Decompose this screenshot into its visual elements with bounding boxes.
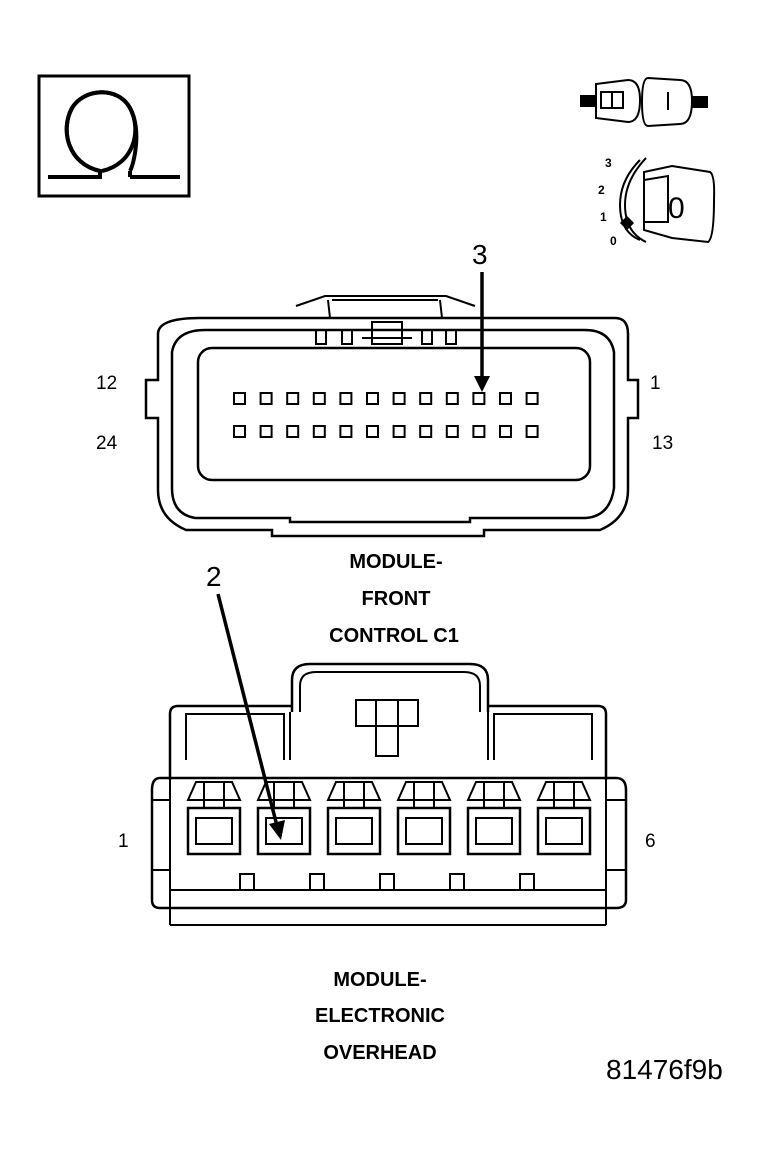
overhead-title-line-3: OVERHEAD [323,1042,437,1064]
ignition-position-3: 3 [605,156,612,170]
overhead-title-line-1: MODULE- [333,969,427,991]
c1-title-line-3: CONTROL C1 [329,625,459,647]
c1-pin-cavity [445,392,459,405]
c1-pin-label-13: 13 [652,433,674,454]
c1-pin-cavity [499,392,512,405]
overhead-pin-cavity [536,781,592,856]
c1-pin-cavity [419,392,433,405]
ohm-symbol-icon [37,74,191,198]
ignition-key-icon [618,157,716,244]
overhead-latch-tab [309,873,325,891]
c1-pin-cavity [259,392,273,405]
overhead-latch-tab [519,873,535,891]
c1-pin-cavity [499,425,512,438]
callout-3-label: 3 [472,239,488,270]
c1-pin-cavity [525,392,539,405]
overhead-latch-tab [379,873,395,891]
c1-title-line-1: MODULE- [349,551,443,573]
overhead-pin-cavity [326,781,382,856]
overhead-pin-cavity [186,781,242,856]
c1-pin-cavity [259,425,273,438]
overhead-latch-tab [449,873,465,891]
c1-pin-cavity [392,425,406,438]
c1-pin-cavity [392,392,406,405]
overhead-latch-tab [239,873,255,891]
c1-pin-cavity [339,425,353,438]
disconnected-connector-icon [580,76,708,128]
callout-2-arrow [216,593,285,840]
figure-id: 81476f9b [606,1054,723,1085]
c1-pin-label-1: 1 [650,373,661,394]
c1-pin-cavity [419,425,433,438]
overhead-pin-cavity [396,781,452,856]
ignition-key-label: 0 [668,192,685,225]
c1-pin-cavity [312,425,326,438]
c1-pin-cavity [233,392,246,405]
c1-pin-cavity [339,392,353,405]
ignition-position-0: 0 [610,234,617,248]
c1-pin-label-12: 12 [96,373,118,394]
c1-pin-cavity [286,425,300,438]
c1-pin-cavity [525,425,539,438]
connector-c1-pins [233,392,539,438]
callout-2-label: 2 [206,561,222,592]
connector-c1-housing [144,295,640,538]
c1-pin-cavity [472,425,486,438]
overhead-pin-label-1: 1 [118,831,129,852]
ignition-position-1: 1 [600,210,607,224]
overhead-pin-cavity [256,781,312,856]
c1-pin-cavity [312,392,326,405]
c1-title-line-2: FRONT [361,588,431,610]
overhead-title-line-2: ELECTRONIC [315,1005,445,1027]
c1-pin-cavity [445,425,459,438]
c1-pin-cavity [286,392,300,405]
c1-pin-label-24: 24 [96,433,118,454]
ignition-position-2: 2 [598,183,605,197]
c1-pin-cavity [366,425,379,438]
c1-pin-cavity [233,425,246,438]
c1-pin-cavity [366,392,379,405]
c1-pin-cavity [472,392,486,405]
callout-3-arrow [474,272,490,392]
overhead-pin-label-6: 6 [645,831,656,852]
connector-overhead-pins [186,781,592,891]
overhead-pin-cavity [466,781,522,856]
